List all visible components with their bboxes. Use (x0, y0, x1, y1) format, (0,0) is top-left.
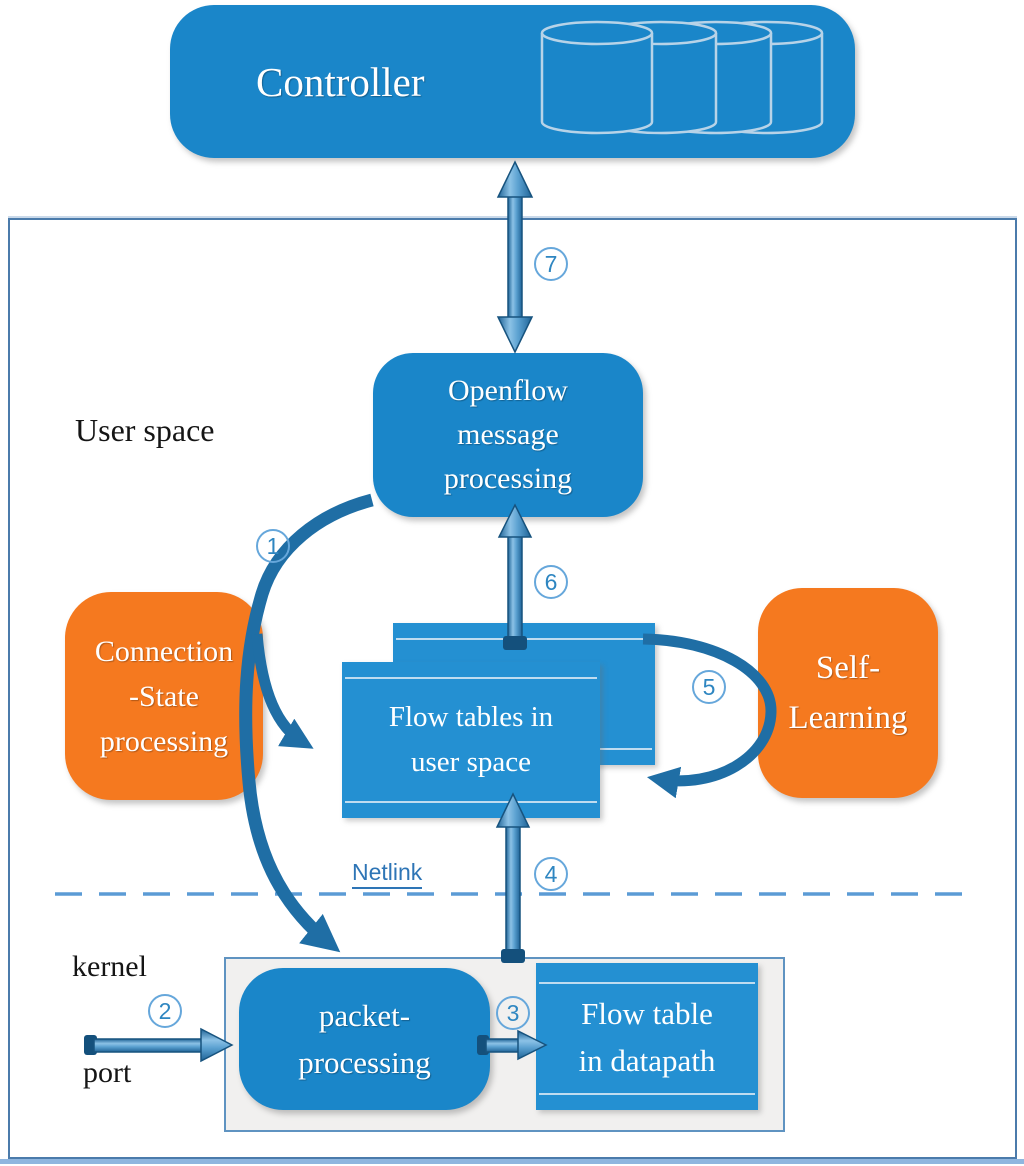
flow-tables-userspace-box: Flow tables in user space (342, 662, 600, 818)
flow-table-datapath-box: Flow table in datapath (536, 963, 758, 1110)
openflow-line-1: Openflow (448, 374, 568, 407)
flow-tables-user-line-2: user space (411, 746, 531, 778)
step-circle-2: 2 (148, 994, 182, 1028)
step-circle-5: 5 (692, 670, 726, 704)
table-rule (345, 677, 597, 679)
flow-tables-user-line-1: Flow tables in (388, 701, 554, 733)
flow-table-datapath-line-1: Flow table (581, 995, 713, 1031)
connection-state-line-1: Connection (94, 634, 234, 668)
user-space-label: User space (75, 412, 215, 448)
controller-box: Controller (170, 5, 855, 158)
packet-processing-box: packet- processing (239, 968, 490, 1110)
table-rule (539, 982, 755, 984)
openflow-line-2: message (457, 418, 559, 451)
flow-table-datapath-line-2: in datapath (578, 1042, 716, 1078)
step-circle-6: 6 (534, 565, 568, 599)
netlink-label: Netlink (352, 859, 423, 889)
openflow-message-processing-box: Openflow message processing (373, 353, 643, 517)
step-circle-3: 3 (496, 996, 530, 1030)
kernel-label: kernel (72, 950, 147, 983)
table-rule (345, 801, 597, 803)
self-learning-line-2: Learning (788, 700, 908, 736)
packet-processing-line-1: packet- (318, 998, 411, 1033)
self-learning-line-1: Self- (815, 650, 881, 686)
step-circle-4: 4 (534, 857, 568, 891)
step-circle-1: 1 (256, 529, 290, 563)
step-circle-7: 7 (534, 247, 568, 281)
connection-state-processing-box: Connection -State processing (65, 592, 263, 800)
packet-processing-line-2: processing (298, 1045, 431, 1080)
connection-state-line-3: processing (99, 724, 229, 758)
openflow-line-3: processing (443, 462, 573, 495)
controller-label: Controller (256, 58, 425, 105)
self-learning-box: Self- Learning (758, 588, 938, 798)
port-label: port (83, 1056, 132, 1089)
connection-state-line-2: -State (129, 679, 199, 713)
table-rule (396, 638, 652, 640)
table-rule (539, 1093, 755, 1095)
bottom-border-strip (0, 1159, 1024, 1164)
